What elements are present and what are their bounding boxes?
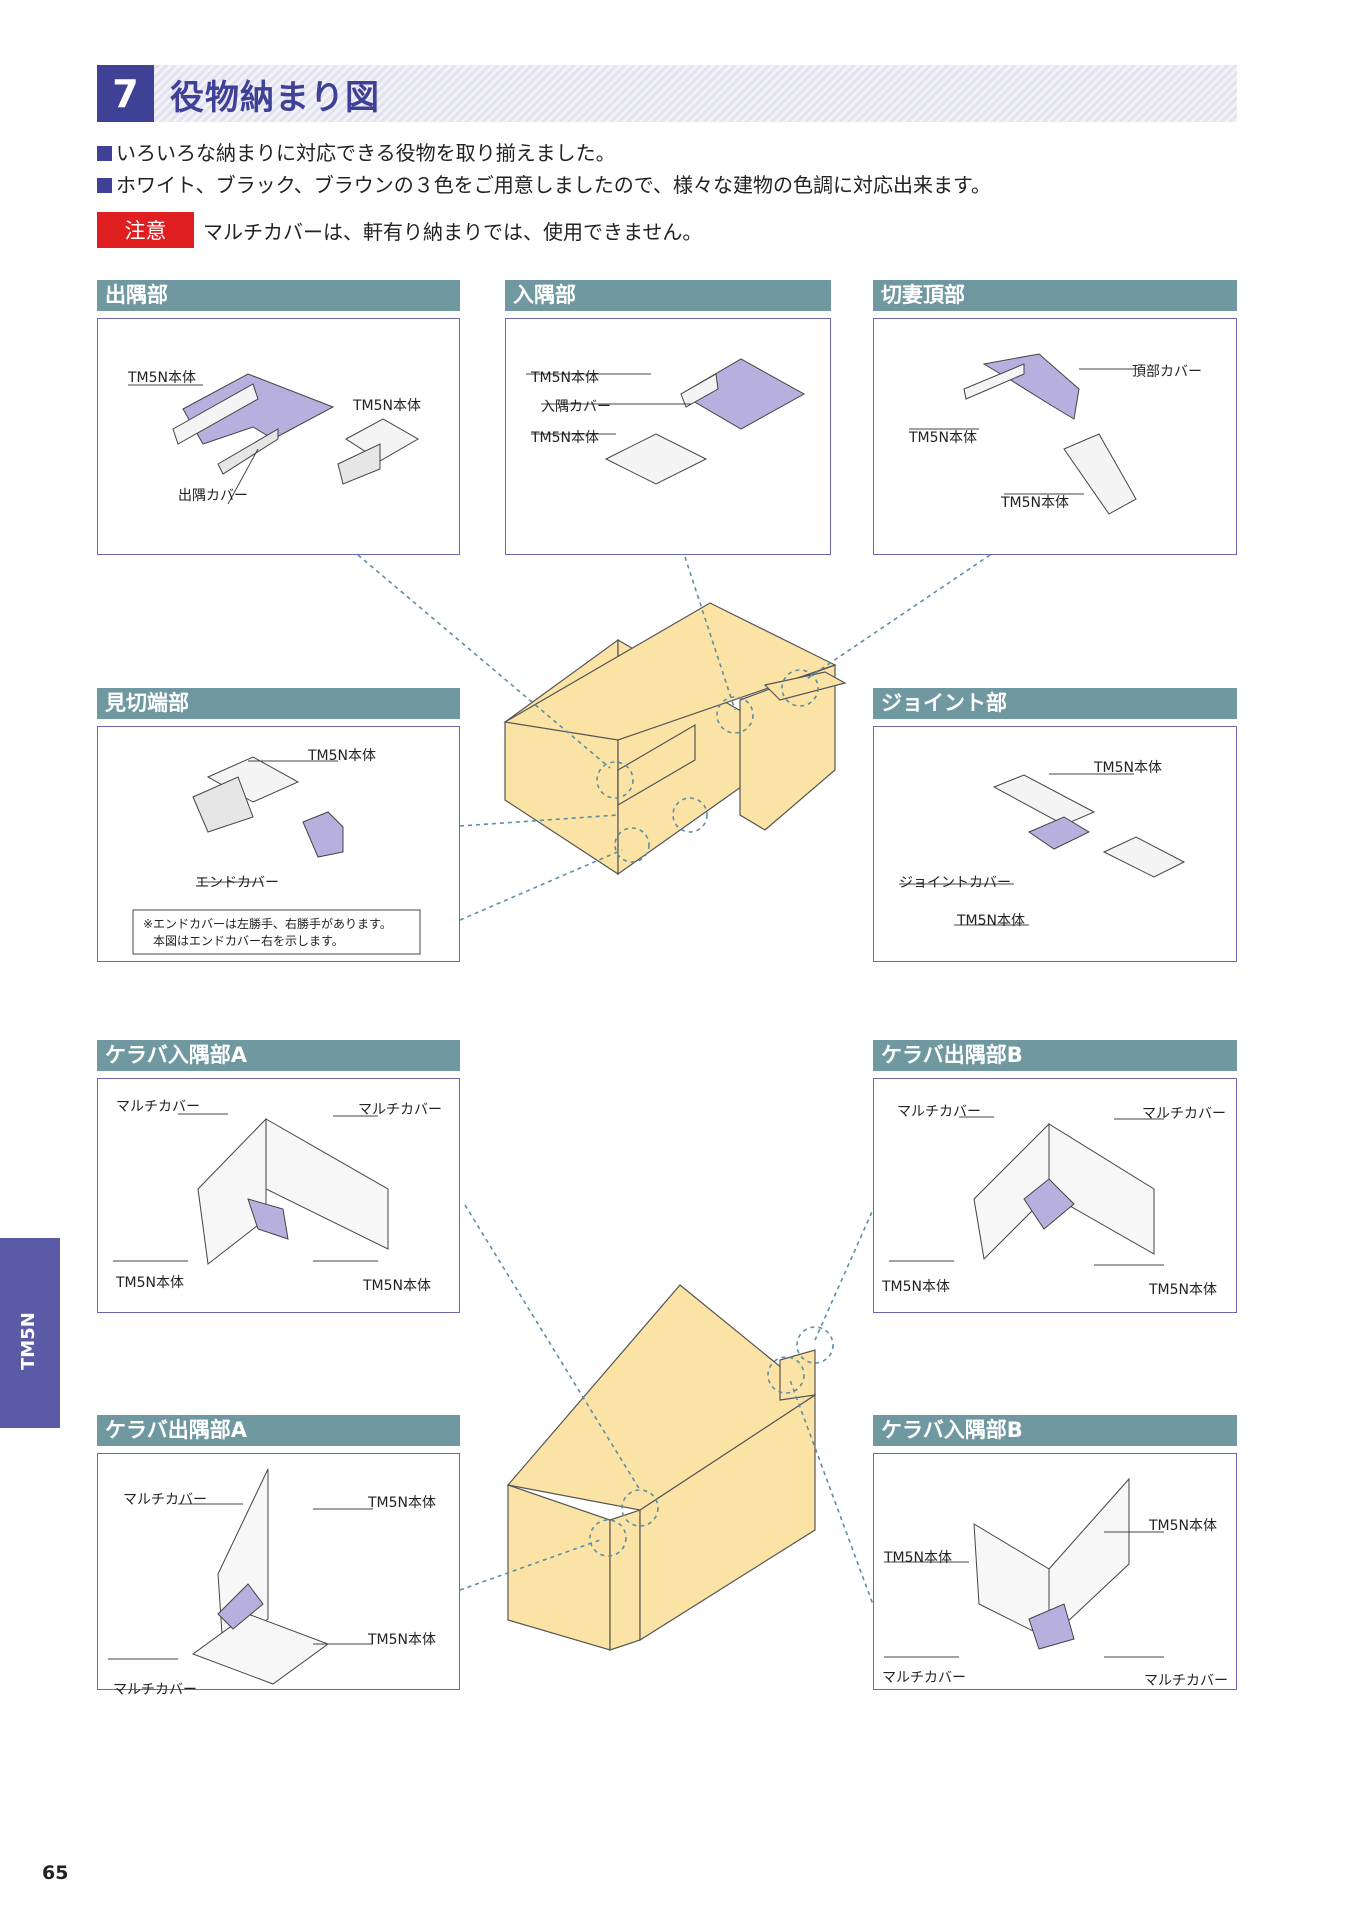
notice-text: マルチカバーは、軒有り納まりでは、使用できません。	[203, 220, 703, 244]
degumi-illustration	[128, 373, 420, 505]
section-number: 7	[97, 65, 154, 122]
diagram-keraba-de-a: マルチカバー TM5N本体 TM5N本体 マルチカバー	[97, 1453, 460, 1698]
diagram-degumi: TM5N本体 TM5N本体 出隅カバー	[97, 318, 460, 555]
title-band	[97, 65, 1237, 122]
side-tab	[0, 1238, 60, 1428]
diagram-keraba-iri-b: TM5N本体 TM5N本体 マルチカバー マルチカバー	[873, 1453, 1237, 1690]
diagram-joint: TM5N本体 ジョイントカバー TM5N本体	[873, 726, 1237, 962]
section-header-irisumi: 入隅部	[505, 280, 831, 311]
bullet-1: いろいろな納まりに対応できる役物を取り揃えました。	[97, 137, 616, 166]
diagram-keraba-iri-a: マルチカバー マルチカバー TM5N本体 TM5N本体	[97, 1078, 460, 1313]
side-tab-label: TM5N	[18, 1312, 39, 1370]
page-title: 役物納まり図	[170, 78, 380, 118]
page-number: 65	[42, 1862, 69, 1884]
section-header-keraba-iri-a: ケラバ入隅部A	[97, 1040, 460, 1071]
section-header-keraba-iri-b: ケラバ入隅部B	[873, 1415, 1237, 1446]
bullet-2: ホワイト、ブラック、ブラウンの３色をご用意しましたので、様々な建物の色調に対応出…	[97, 169, 991, 198]
section-header-mikiri: 見切端部	[97, 688, 460, 719]
diagram-mikiri: TM5N本体 エンドカバー ※エンドカバーは左勝手、右勝手があります。 本図はエ…	[97, 726, 460, 962]
section-header-keraba-de-a: ケラバ出隅部A	[97, 1415, 460, 1446]
square-bullet-icon	[97, 178, 112, 193]
diagram-keraba-de-b: マルチカバー マルチカバー TM5N本体 TM5N本体	[873, 1078, 1237, 1313]
house1-roof	[503, 602, 837, 741]
section-header-keraba-de-b: ケラバ出隅部B	[873, 1040, 1237, 1071]
section-header-degumi: 出隅部	[97, 280, 460, 311]
section-header-joint: ジョイント部	[873, 688, 1237, 719]
diagram-kirizuma: 頂部カバー TM5N本体 TM5N本体	[873, 318, 1237, 555]
diagram-irisumi: TM5N本体 入隅カバー TM5N本体	[505, 318, 831, 555]
section-header-kirizuma: 切妻頂部	[873, 280, 1237, 311]
square-bullet-icon	[97, 146, 112, 161]
notice-badge: 注意	[97, 212, 194, 248]
